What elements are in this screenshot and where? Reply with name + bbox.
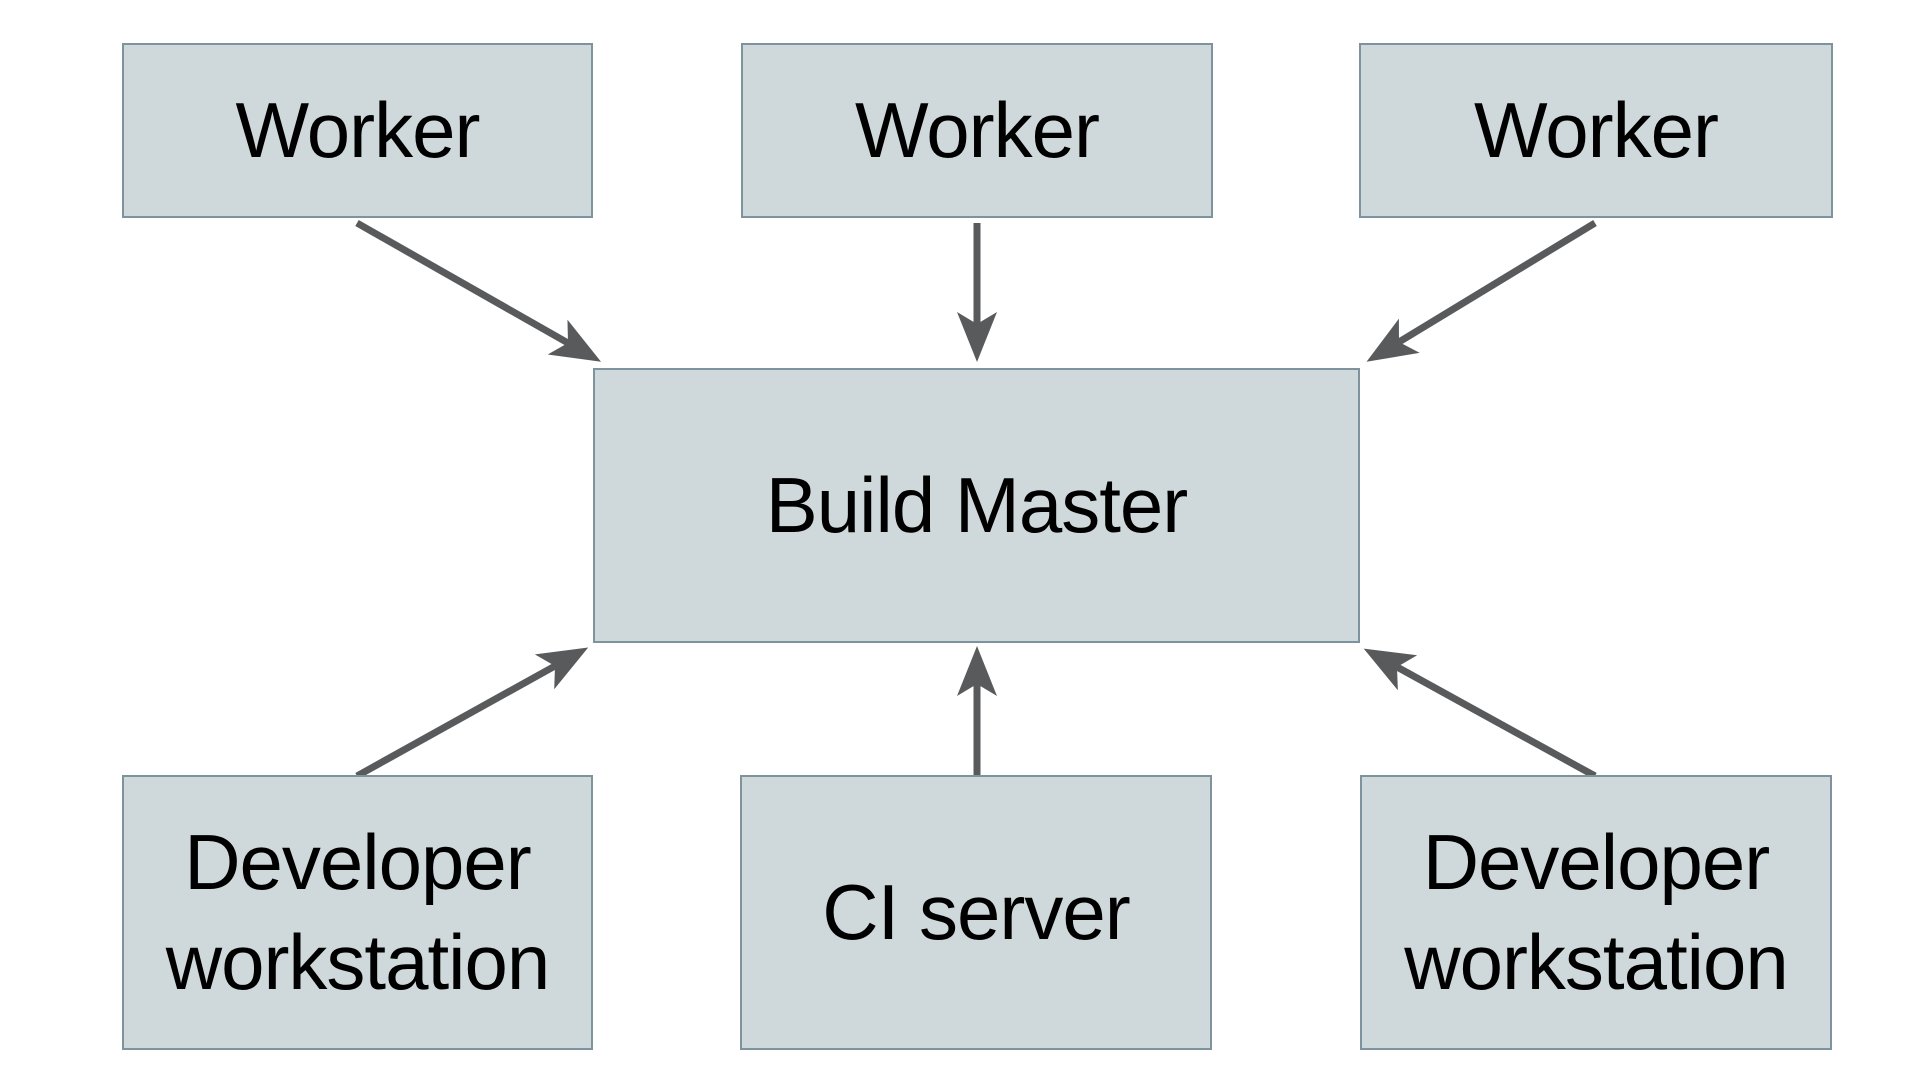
node-build-master: Build Master [593, 368, 1360, 643]
arrow-worker-left-to-build-master [355, 219, 602, 362]
node-developer-workstation-left: Developer workstation [122, 775, 593, 1050]
arrow-dev-right-to-build-master [1363, 648, 1597, 780]
node-ci-server-label: CI server [822, 867, 1130, 956]
node-worker-left-label: Worker [235, 85, 481, 174]
arrow-dev-left-to-build-master [355, 647, 589, 780]
node-build-master-label: Build Master [765, 460, 1188, 549]
arrow-worker-right-to-build-master [1366, 220, 1597, 362]
node-ci-server: CI server [740, 775, 1212, 1050]
node-worker-center: Worker [741, 43, 1213, 218]
node-worker-center-label: Worker [855, 85, 1100, 174]
node-developer-workstation-right-label: Developer workstation [1404, 818, 1789, 1006]
node-developer-workstation-right: Developer workstation [1360, 775, 1832, 1050]
node-developer-workstation-left-label: Developer workstation [165, 818, 551, 1006]
node-worker-left: Worker [122, 43, 593, 218]
node-worker-right-label: Worker [1474, 85, 1719, 174]
node-worker-right: Worker [1359, 43, 1833, 218]
